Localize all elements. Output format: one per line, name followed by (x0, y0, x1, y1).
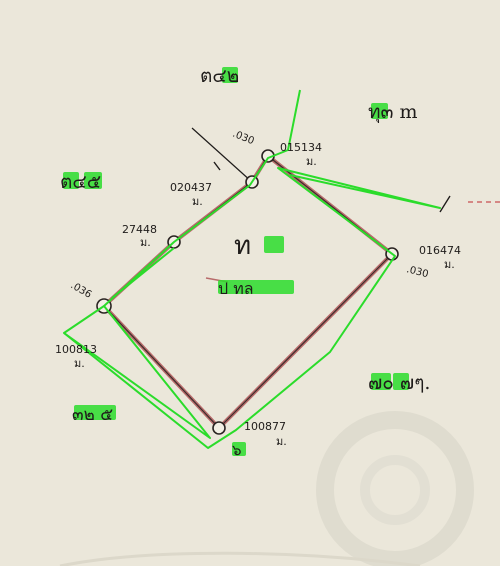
point-number-p6: 100877 (244, 420, 286, 433)
green-highlight-boxes (63, 67, 409, 456)
highlight-sw (74, 405, 116, 420)
overlay-left-inner (111, 247, 175, 299)
paper-stain (316, 411, 474, 566)
south-east-neighbor-label: ๗๐ ๗ๆ. (368, 372, 430, 394)
point-suffix-p4: ม. (444, 258, 455, 271)
overlay-left-wedge (63, 305, 211, 439)
point-suffix-p3: ม. (140, 236, 151, 249)
west-neighbor-label: ต๔๕ (60, 171, 101, 193)
point-number-p1: 015134 (280, 141, 322, 154)
highlight-north (222, 67, 238, 83)
marker-p6 (212, 421, 226, 435)
highlight-west-b (84, 172, 102, 189)
paper-stain-inner (360, 455, 430, 525)
east-neighbor-label: ทุ๓ m (368, 101, 418, 124)
south-west-neighbor-label: ๓๒ ๕ (72, 405, 113, 425)
parcel-main-label: ท (234, 231, 251, 261)
point-suffix-p6: ม. (276, 435, 287, 448)
highlight-bottom (232, 442, 246, 456)
point-number-p2: 020437 (170, 181, 212, 194)
paper-fold (59, 551, 421, 566)
highlight-main (264, 236, 284, 253)
ink-tick (213, 161, 221, 171)
point-number-p3: 27448 (122, 223, 157, 236)
highlight-se-a (371, 373, 391, 390)
point-suffix-p2: ม. (192, 195, 203, 208)
point-suffix-p5: ม. (74, 357, 85, 370)
point-number-p4: 016474 (419, 244, 461, 257)
highlight-se-b (393, 373, 409, 390)
parcel-sub-label: ป ทล (218, 279, 254, 298)
highlight-west-a (63, 172, 79, 189)
bottom-mark-label: ๖ (232, 441, 242, 459)
north-neighbor-label: ต๔๒ (200, 65, 239, 87)
highlight-sub (218, 280, 294, 294)
green-overlay (63, 89, 441, 449)
dim-right-label: .030 (405, 264, 429, 280)
point-number-p5: 100813 (55, 343, 97, 356)
ink-diagonal-line (191, 127, 253, 183)
overlay-boundary-trace (63, 89, 441, 449)
point-suffix-p1: ม. (306, 155, 317, 168)
point-labels: 015134 ม. 020437 ม. 27448 ม. 016474 ม. 1… (55, 141, 461, 448)
highlight-east (371, 103, 388, 119)
ink-right-tick (439, 195, 451, 213)
